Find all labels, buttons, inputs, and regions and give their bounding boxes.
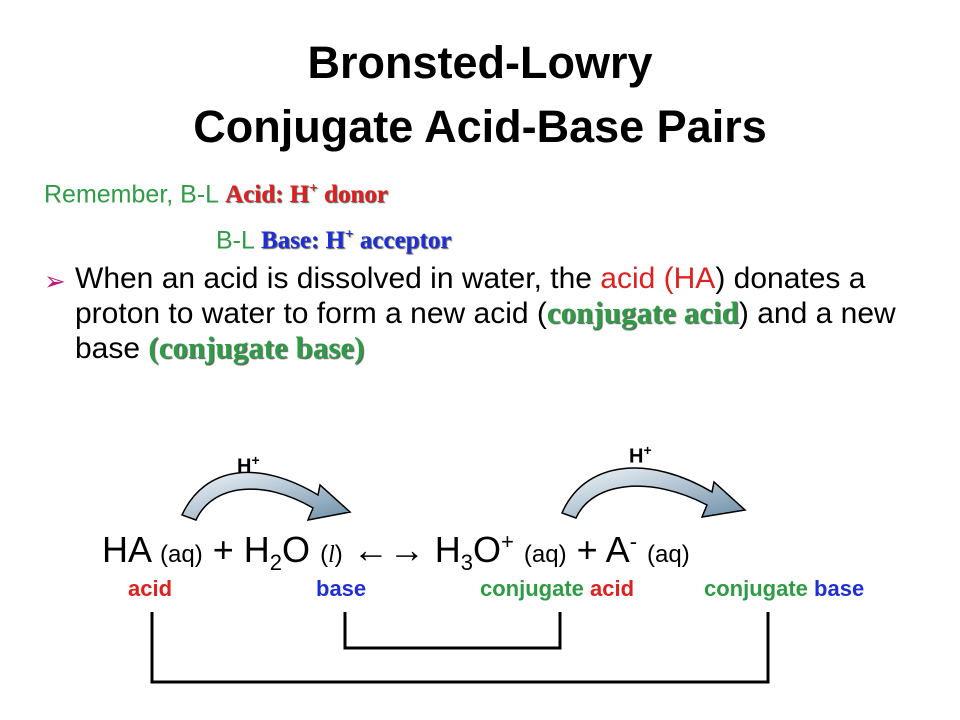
chemical-equation: HA (aq) + H2O (l) ←→ H3O+ (aq) + A- (aq) <box>102 529 690 576</box>
equilibrium-arrow-icon: ←→ <box>352 529 425 570</box>
title-line-1: Bronsted-Lowry <box>307 37 653 88</box>
label-conjugate-acid: conjugate acid <box>480 576 635 601</box>
proton-label-right: H+ <box>629 442 652 468</box>
acid-definition: Acid: H+ donor <box>225 181 388 209</box>
label-base: base <box>316 576 367 601</box>
right-curved-arrow-icon <box>560 467 747 519</box>
reminder-base-prefix: B-L <box>216 226 254 255</box>
arrow-bullet-icon: ➢ <box>44 266 66 296</box>
label-acid: acid <box>128 576 173 601</box>
reminder-acid-line: Remember, B-L Acid: H+ donor <box>44 174 388 210</box>
left-curved-arrow-icon <box>180 471 352 521</box>
bracket-base-to-conjugate-acid <box>343 612 562 650</box>
bullet-text: When an acid is dissolved in water, the … <box>75 262 896 365</box>
base-definition: Base: H+ acceptor <box>260 227 452 255</box>
bracket-acid-to-conjugate-base <box>150 612 770 684</box>
title-line-2: Conjugate Acid-Base Pairs <box>193 101 767 152</box>
proton-label-left: H+ <box>237 452 260 478</box>
reminder-prefix: Remember, B-L <box>44 180 219 209</box>
label-conjugate-base: conjugate base <box>704 576 865 601</box>
reminder-base-line: B-L Base: H+ acceptor <box>216 220 451 256</box>
